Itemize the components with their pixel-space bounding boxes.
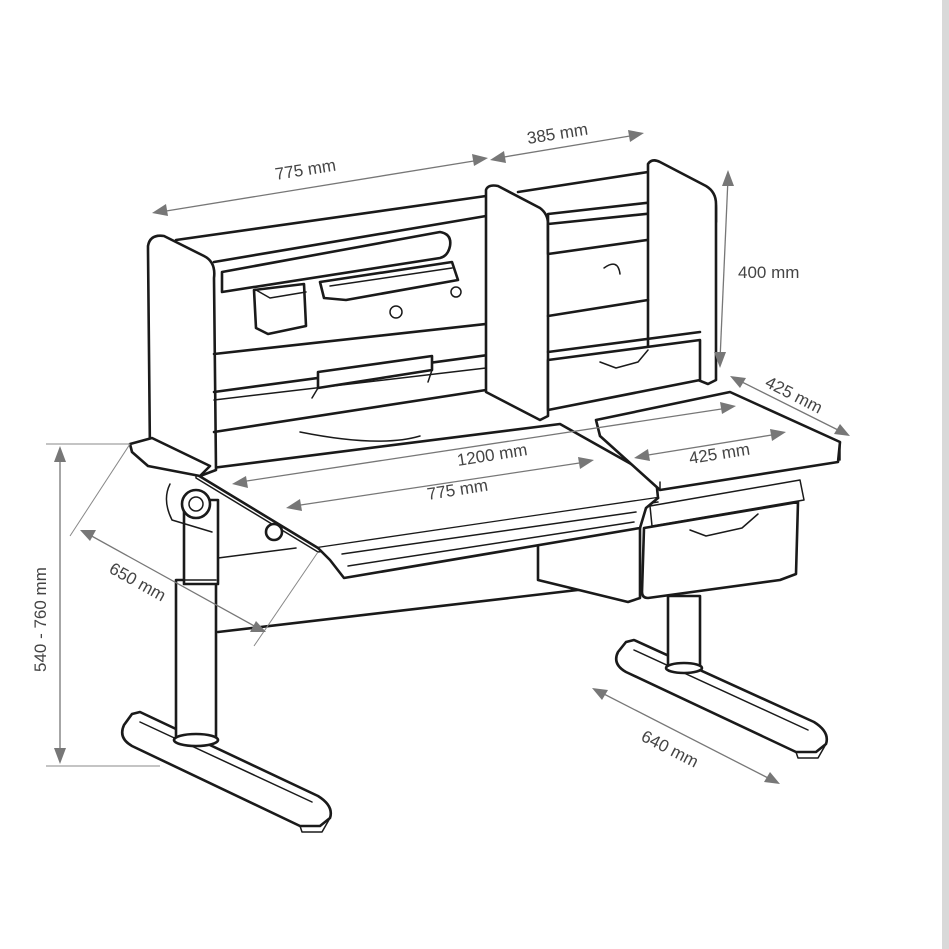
label-desk-height-range: 540 - 760 mm (31, 567, 50, 672)
right-leg (664, 594, 704, 675)
hutch-right (516, 159, 718, 412)
desk-drawing (120, 159, 842, 833)
label-shelf-right-width: 385 mm (526, 120, 590, 148)
label-shelf-height: 400 mm (738, 263, 799, 282)
left-base-foot (120, 710, 333, 833)
label-desk-depth: 650 mm (106, 559, 169, 605)
left-leg (172, 498, 220, 748)
hutch-divider (484, 184, 550, 422)
left-panel (128, 234, 284, 542)
page-edge (942, 0, 949, 949)
side-desktop (594, 390, 842, 492)
crossbar (216, 580, 648, 634)
label-base-depth: 640 mm (638, 727, 701, 772)
side-drawer (640, 479, 805, 600)
label-shelf-left-width: 775 mm (274, 156, 338, 184)
hutch-left (174, 194, 542, 434)
dimension-lines (46, 130, 850, 784)
